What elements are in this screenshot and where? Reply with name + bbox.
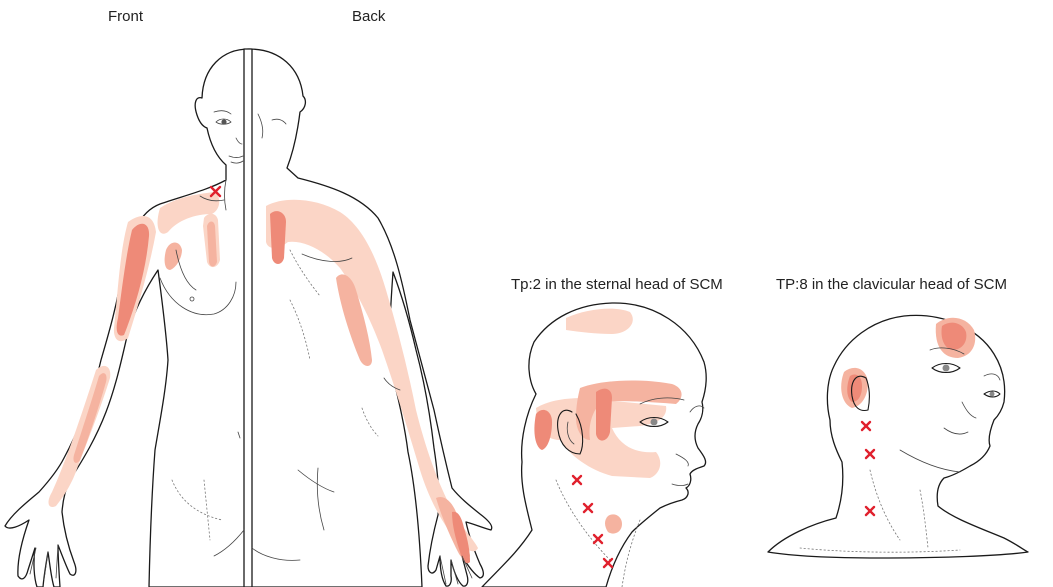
view-divider bbox=[244, 49, 252, 587]
full-body-figure bbox=[5, 49, 492, 587]
sternal-head-diagram bbox=[482, 303, 706, 587]
clavicular-head-diagram bbox=[768, 315, 1028, 558]
